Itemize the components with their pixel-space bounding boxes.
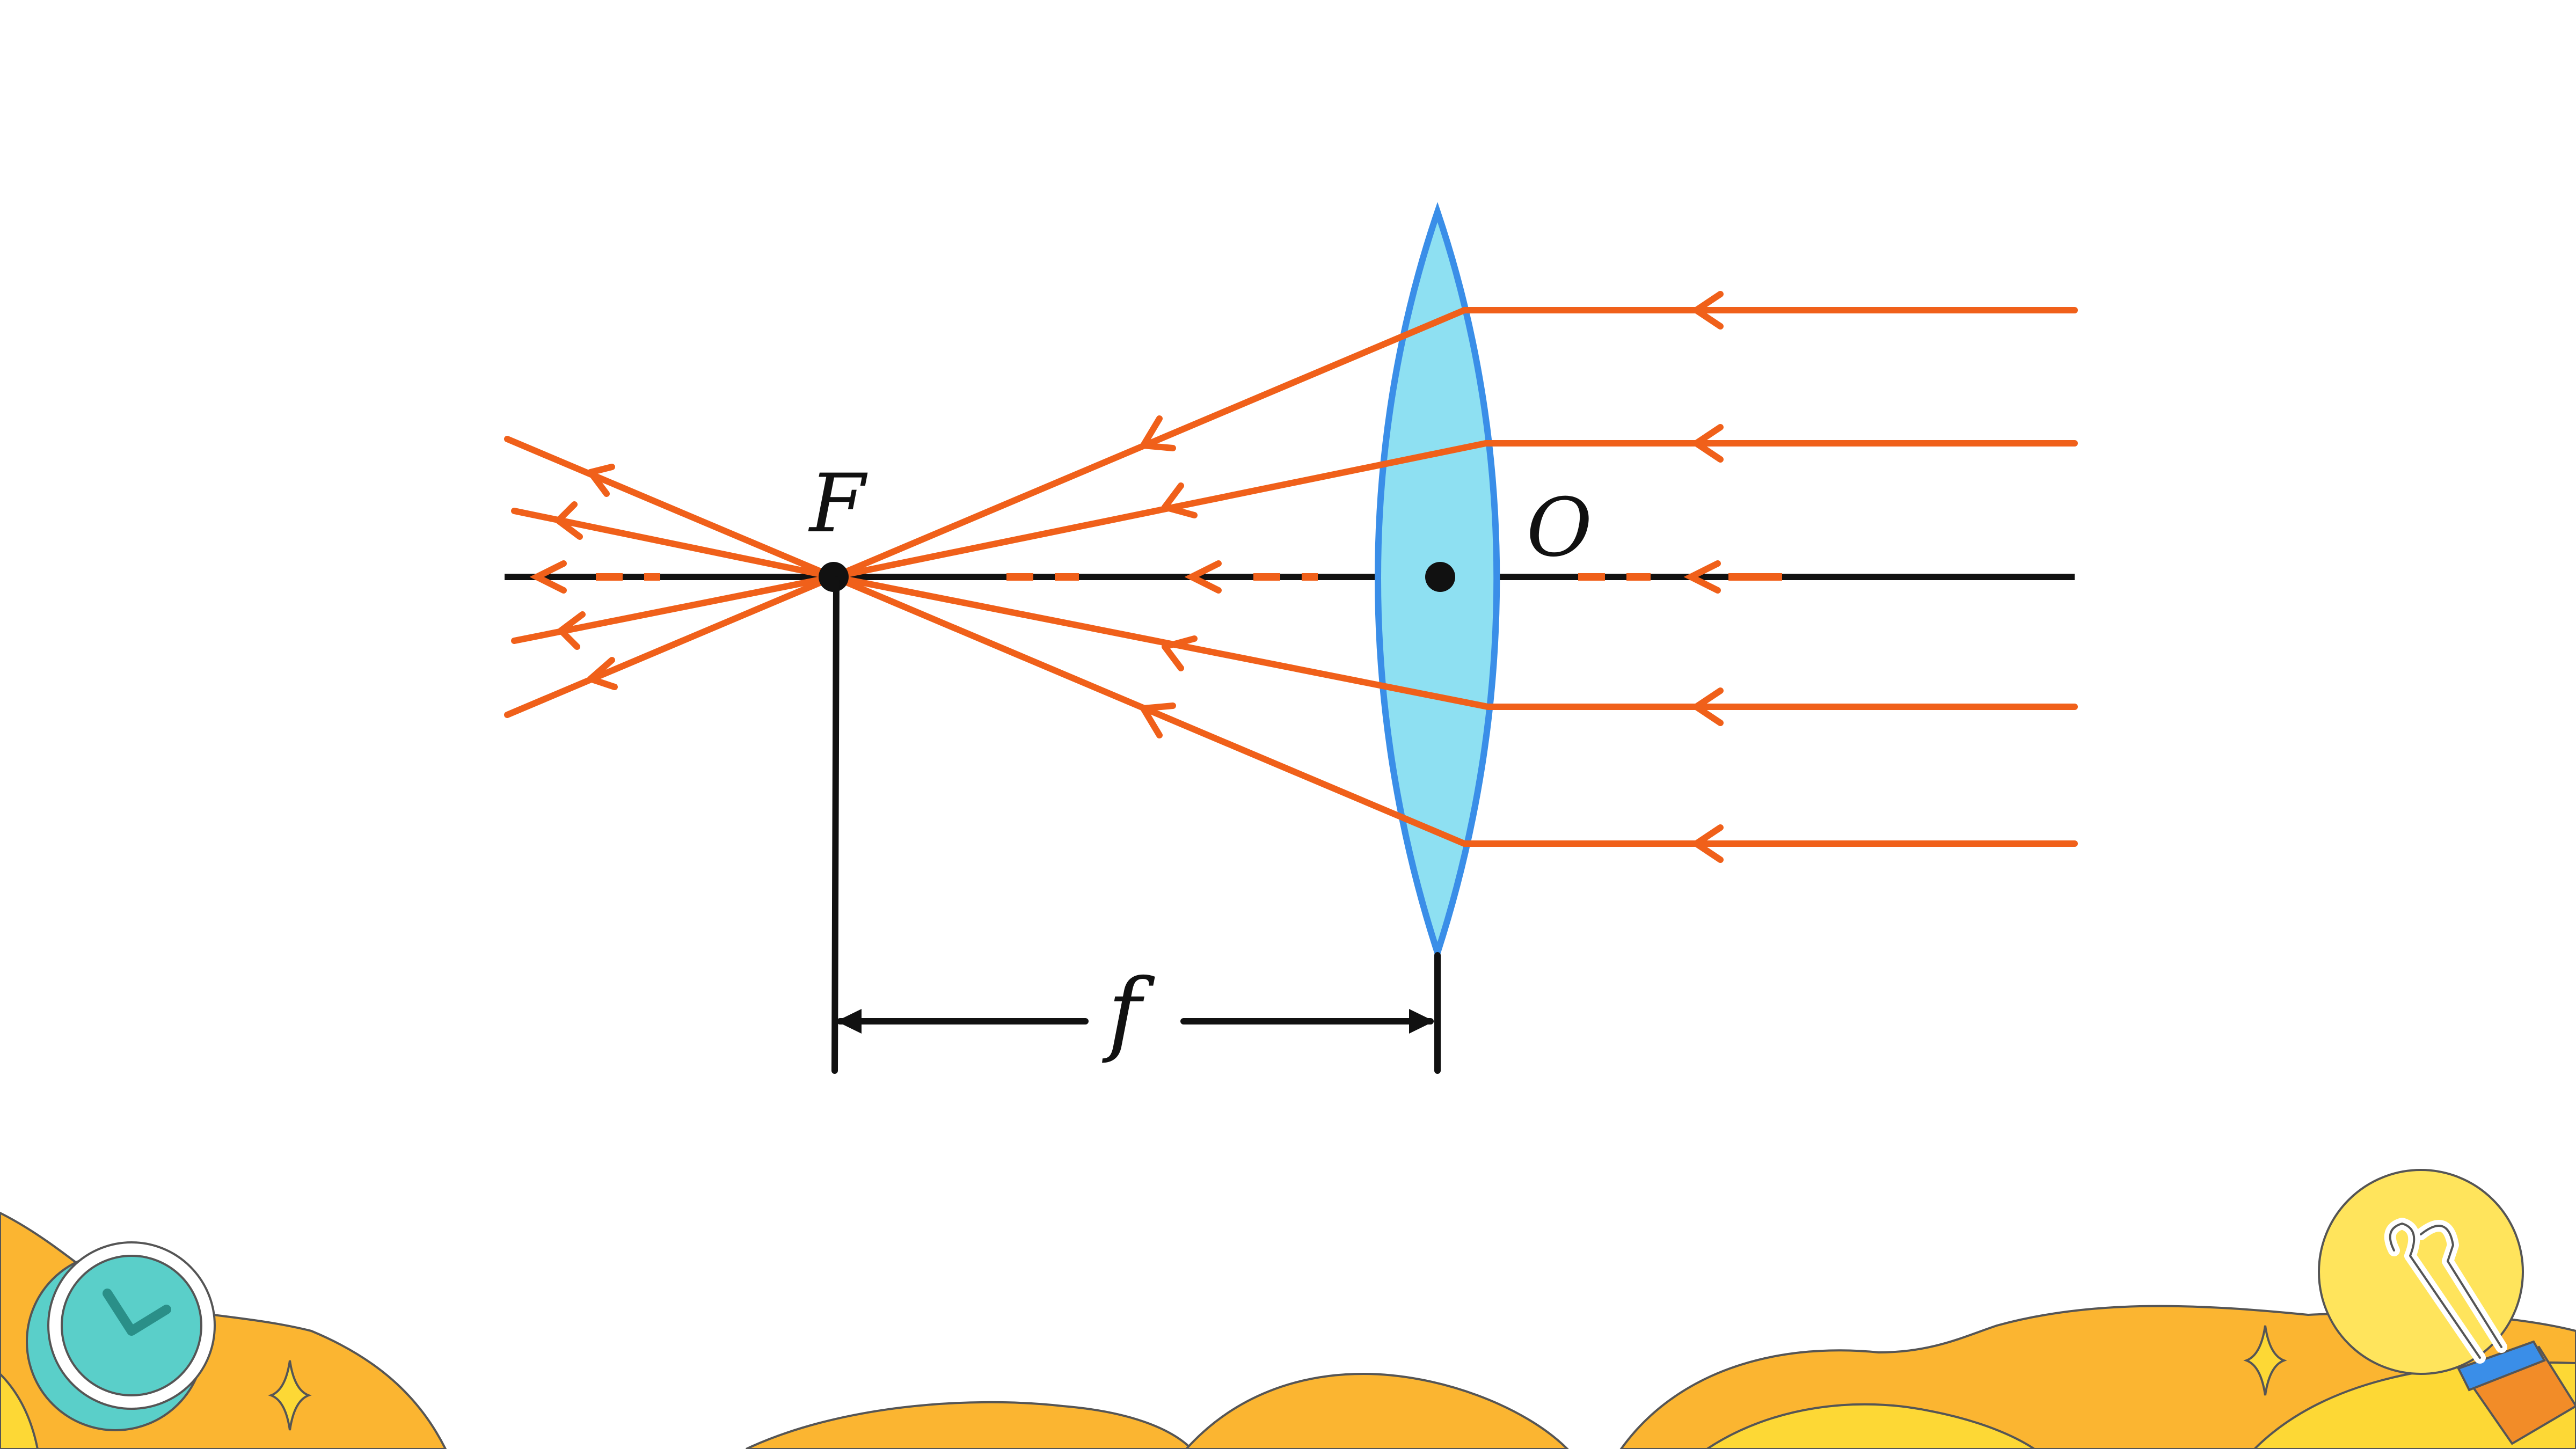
clock-icon [26, 1241, 216, 1431]
optical-center-dot [1425, 562, 1455, 592]
incident-rays [1461, 307, 2078, 847]
incident-ray-arrows [1690, 291, 1724, 863]
hill-right-front [1705, 1403, 2037, 1449]
axis-ray-arrows [529, 560, 1721, 594]
diverging-rays [504, 436, 837, 718]
focal-length-label: f [1102, 960, 1156, 1066]
diverging-ray-arrows [555, 464, 618, 690]
hill-center [1185, 1372, 1569, 1449]
focal-point-dot [819, 562, 849, 592]
sparkle-icon [2243, 1325, 2287, 1396]
refracted-ray-arrows [1140, 415, 1198, 738]
focal-length-dimension [831, 576, 1441, 1074]
sparkle-icon [268, 1360, 312, 1431]
focal-length-arrowheads [836, 1009, 1434, 1034]
bottom-decoration [0, 1211, 2576, 1449]
hill-center-left [746, 1401, 1193, 1449]
lightbulb-icon [2318, 1169, 2576, 1445]
optical-center-label: O [1527, 481, 1593, 575]
focal-point-label: F [808, 457, 868, 551]
